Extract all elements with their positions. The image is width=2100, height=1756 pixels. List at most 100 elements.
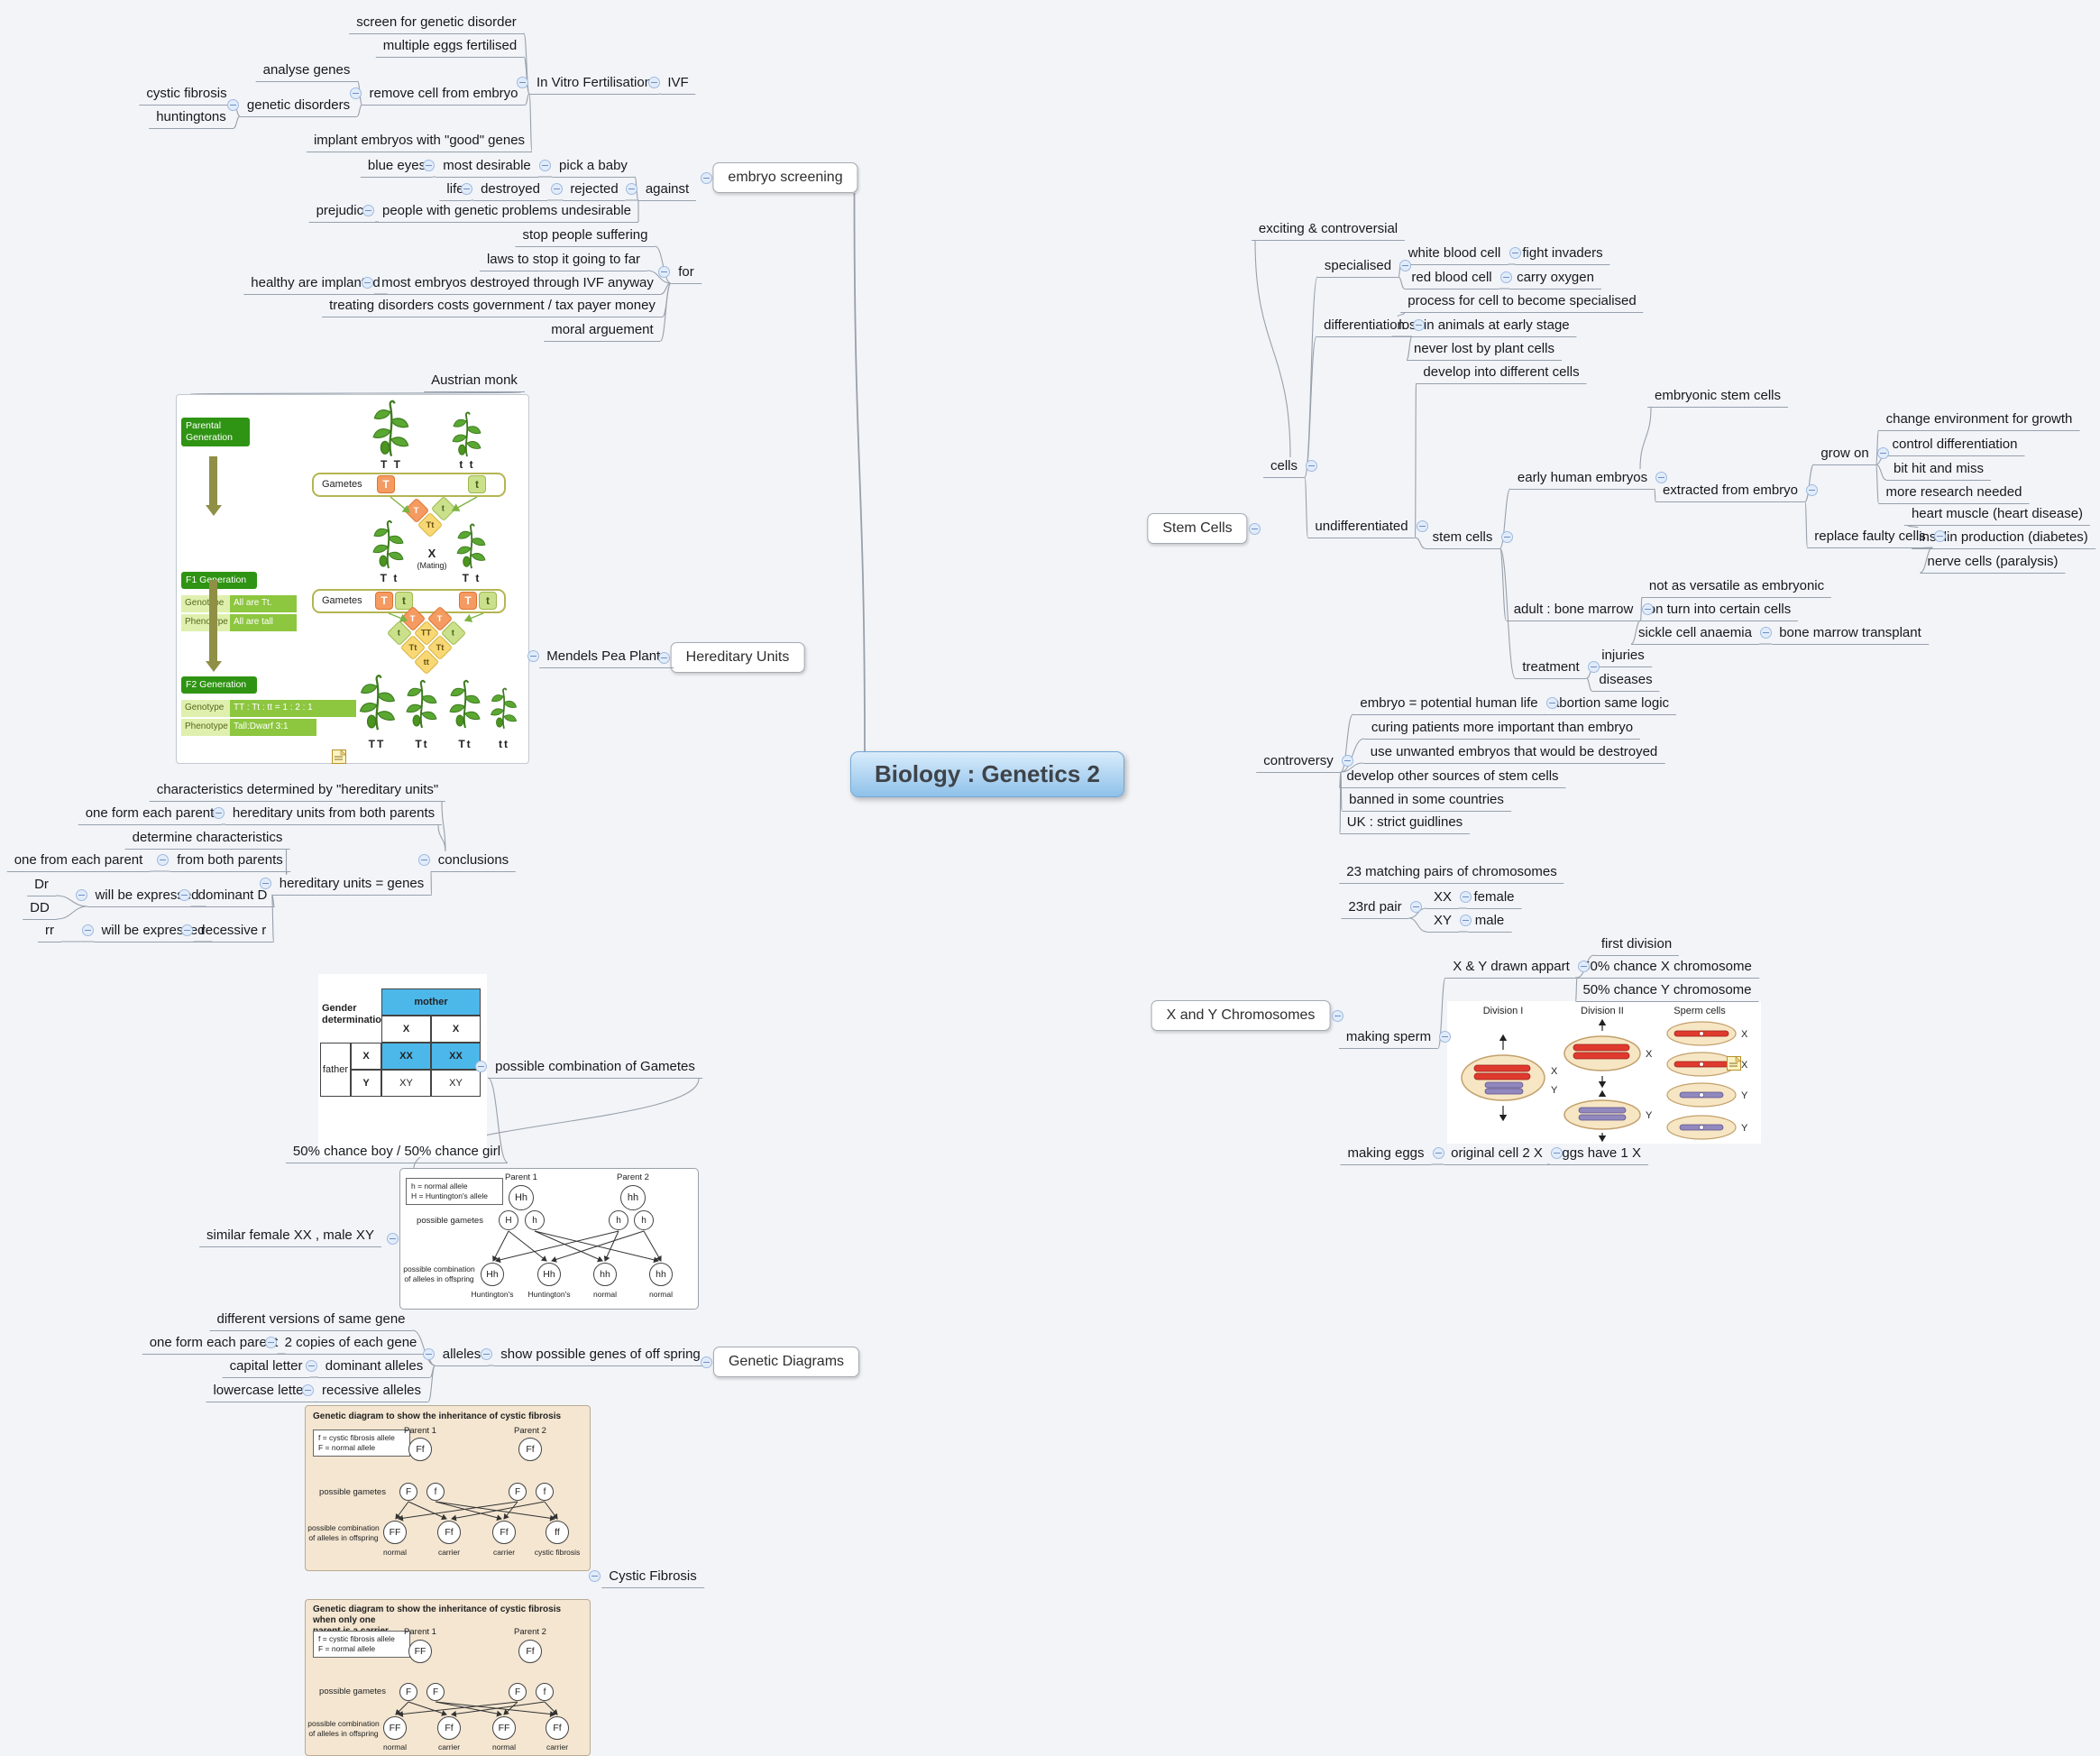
collapse-handle-icon[interactable]	[1460, 915, 1472, 926]
node-insulin[interactable]: insulin production (diabetes)	[1912, 529, 2095, 549]
node-23rd-pair[interactable]: 23rd pair	[1341, 898, 1409, 919]
node-lowercase-letter[interactable]: lowercase letter	[206, 1382, 316, 1402]
collapse-handle-icon[interactable]	[75, 889, 87, 901]
node-adult-marrow[interactable]: adult : bone marrow	[1506, 601, 1641, 621]
node-50y[interactable]: 50% chance Y chromosome	[1575, 981, 1759, 1002]
node-laws[interactable]: laws to stop it going to far	[479, 251, 648, 271]
node-pick-a-baby[interactable]: pick a baby	[552, 157, 635, 178]
node-remove-cell[interactable]: remove cell from embryo	[362, 85, 526, 106]
collapse-handle-icon[interactable]	[423, 160, 435, 171]
collapse-handle-icon[interactable]	[461, 183, 472, 195]
node-sickle-cell[interactable]: sickle cell anaemia	[1631, 624, 1759, 645]
collapse-handle-icon[interactable]	[264, 1337, 277, 1348]
node-orig-cell[interactable]: original cell 2 X	[1444, 1145, 1550, 1165]
node-first-division[interactable]: first division	[1593, 935, 1680, 956]
node-destroyed[interactable]: destroyed	[473, 180, 547, 201]
collapse-handle-icon[interactable]	[1409, 901, 1422, 913]
collapse-handle-icon[interactable]	[1399, 260, 1411, 271]
node-grow-on[interactable]: grow on	[1813, 445, 1876, 465]
node-nerve-cells[interactable]: nerve cells (paralysis)	[1920, 553, 2066, 574]
node-will-exp2[interactable]: will be expressed	[94, 922, 213, 942]
collapse-handle-icon[interactable]	[1499, 271, 1512, 283]
node-dominant-d[interactable]: dominant D	[190, 887, 275, 907]
collapse-handle-icon[interactable]	[527, 650, 539, 662]
node-cells[interactable]: cells	[1262, 457, 1306, 478]
node-stop-suffering[interactable]: stop people suffering	[515, 226, 656, 247]
node-for[interactable]: for	[671, 263, 702, 284]
collapse-handle-icon[interactable]	[1641, 603, 1654, 615]
collapse-handle-icon[interactable]	[213, 807, 225, 819]
node-eggs-1x[interactable]: eggs have 1 X	[1547, 1145, 1648, 1165]
node-life[interactable]: life	[439, 180, 472, 201]
node-one-from-each[interactable]: one from each parent	[6, 851, 151, 872]
sperm-division-figure[interactable]: Division I Division II Sperm cells X Y X…	[1447, 1001, 1761, 1144]
node-carry-oxygen[interactable]: carry oxygen	[1509, 269, 1601, 290]
node-rec-alleles[interactable]: recessive alleles	[314, 1382, 429, 1402]
collapse-handle-icon[interactable]	[1876, 447, 1889, 459]
node-xy2[interactable]: XY	[1426, 912, 1460, 933]
node-unwanted[interactable]: use unwanted embryos that would be destr…	[1362, 743, 1665, 764]
node-control-diff[interactable]: control differentiation	[1884, 436, 2025, 456]
node-fight-invaders[interactable]: fight invaders	[1515, 244, 1610, 265]
node-undesirable[interactable]: people with genetic problems undesirable	[374, 202, 639, 223]
node-on-turn[interactable]: on turn into certain cells	[1640, 601, 1799, 621]
collapse-handle-icon[interactable]	[658, 266, 670, 278]
node-in-vitro[interactable]: In Vitro Fertilisation	[528, 74, 660, 95]
collapse-handle-icon[interactable]	[387, 1233, 399, 1245]
node-banned[interactable]: banned in some countries	[1342, 791, 1511, 812]
node-genetic-disorders[interactable]: genetic disorders	[239, 97, 358, 117]
node-rbc[interactable]: red blood cell	[1404, 269, 1499, 290]
node-center[interactable]: Biology : Genetics 2	[850, 751, 1124, 797]
cystic-fibrosis-diagram-2-figure[interactable]: Genetic diagram to show the inheritance …	[305, 1599, 591, 1756]
node-embryo-pot[interactable]: embryo = potential human life	[1353, 694, 1545, 715]
collapse-handle-icon[interactable]	[1545, 697, 1558, 709]
mendel-pea-plants-figure[interactable]: Parental Generation T T t t Gametes T t …	[176, 394, 529, 764]
node-exciting[interactable]: exciting & controversial	[1251, 220, 1406, 241]
node-det-char[interactable]: determine characteristics	[124, 829, 290, 850]
node-rr[interactable]: rr	[38, 922, 61, 942]
node-dd[interactable]: DD	[23, 899, 57, 920]
collapse-handle-icon[interactable]	[1416, 520, 1428, 532]
collapse-handle-icon[interactable]	[362, 277, 373, 289]
node-possible-comb[interactable]: possible combination of Gametes	[488, 1058, 702, 1079]
node-process-spec[interactable]: process for cell to become specialised	[1400, 292, 1644, 313]
collapse-handle-icon[interactable]	[1509, 247, 1521, 259]
collapse-handle-icon[interactable]	[1551, 1147, 1563, 1159]
collapse-handle-icon[interactable]	[1342, 755, 1353, 767]
node-more-research[interactable]: more research needed	[1878, 483, 2030, 504]
node-abortion-logic[interactable]: abortion same logic	[1544, 694, 1677, 715]
node-against[interactable]: against	[637, 180, 697, 201]
node-bit-hit[interactable]: bit hit and miss	[1885, 460, 1992, 481]
node-hereditary-units[interactable]: Hereditary Units	[670, 642, 805, 673]
node-female[interactable]: female	[1466, 888, 1522, 909]
node-most-embryos[interactable]: most embryos destroyed through IVF anywa…	[374, 274, 661, 295]
node-one-form-each[interactable]: one form each parent	[78, 804, 222, 825]
collapse-handle-icon[interactable]	[1248, 522, 1261, 535]
node-controversy[interactable]: controversy	[1256, 752, 1341, 773]
node-heart-muscle[interactable]: heart muscle (heart disease)	[1903, 505, 2091, 526]
collapse-handle-icon[interactable]	[481, 1348, 492, 1360]
node-one-form-2[interactable]: one form each parent	[142, 1334, 286, 1355]
node-uk-guidelines[interactable]: UK : strict guidlines	[1339, 814, 1471, 834]
collapse-handle-icon[interactable]	[1760, 627, 1772, 639]
node-2-copies[interactable]: 2 copies of each gene	[277, 1334, 425, 1355]
huntingtons-genetic-diagram-figure[interactable]: h = normal allele H = Huntington's allel…	[399, 1168, 699, 1310]
node-diseases[interactable]: diseases	[1591, 671, 1660, 692]
collapse-handle-icon[interactable]	[1460, 891, 1472, 903]
collapse-handle-icon[interactable]	[157, 854, 169, 866]
node-mendels[interactable]: Mendels Pea Plants	[539, 648, 674, 668]
collapse-handle-icon[interactable]	[81, 924, 94, 936]
collapse-handle-icon[interactable]	[227, 99, 239, 111]
node-ivf[interactable]: IVF	[660, 74, 696, 95]
collapse-handle-icon[interactable]	[1578, 961, 1590, 972]
collapse-handle-icon[interactable]	[539, 160, 551, 171]
collapse-handle-icon[interactable]	[1306, 460, 1317, 472]
node-develop-diff[interactable]: develop into different cells	[1416, 363, 1587, 384]
node-capital-letter[interactable]: capital letter	[222, 1357, 310, 1378]
node-prejudice[interactable]: prejudice	[308, 202, 379, 223]
node-dr[interactable]: Dr	[27, 876, 56, 896]
node-char-det[interactable]: characteristics determined by "hereditar…	[149, 781, 446, 802]
node-genes[interactable]: hereditary units = genes	[271, 875, 432, 896]
node-xx[interactable]: XX	[1426, 888, 1460, 909]
collapse-handle-icon[interactable]	[1439, 1031, 1451, 1043]
